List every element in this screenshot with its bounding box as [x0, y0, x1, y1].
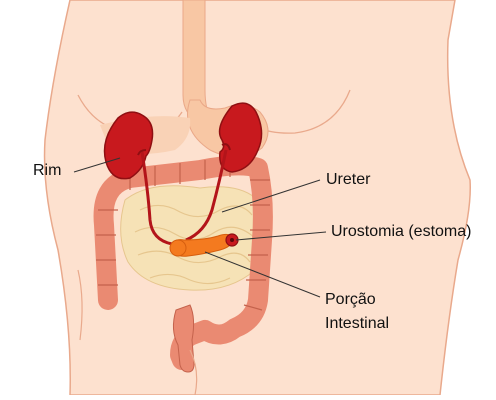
ileal-conduit-end	[170, 240, 186, 256]
label-urostomia: Urostomia (estoma)	[331, 222, 471, 242]
label-intestinal: Intestinal	[325, 314, 389, 334]
label-porcao: Porção	[325, 290, 376, 310]
label-rim: Rim	[33, 161, 61, 181]
label-ureter: Ureter	[326, 170, 370, 190]
stoma-opening	[230, 238, 234, 242]
